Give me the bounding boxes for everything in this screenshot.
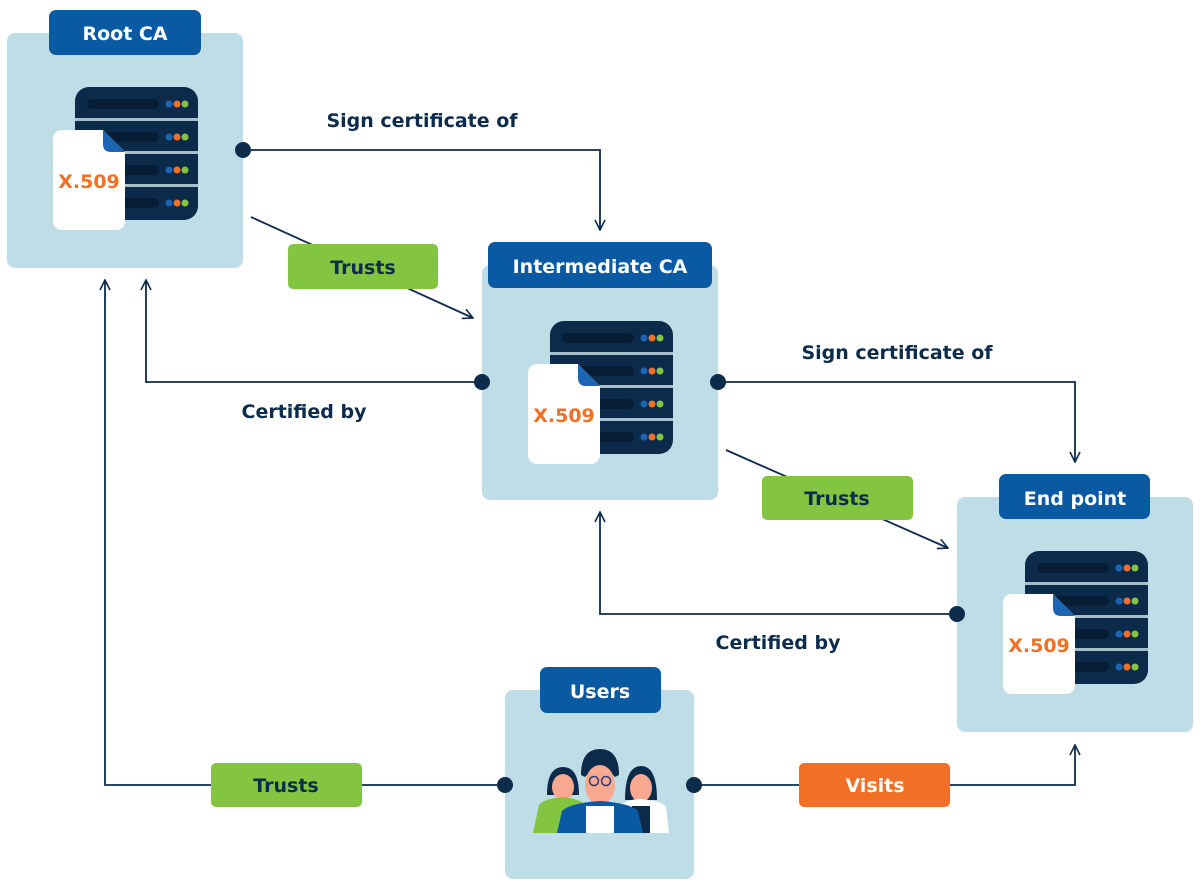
root-ca-header	[49, 10, 201, 55]
users-icon	[533, 749, 669, 833]
node-intermediate-ca[interactable]: Intermediate CA X.509	[482, 242, 718, 500]
badge-users-trusts: Trusts	[211, 763, 362, 807]
end-point-certificate: X.509	[1008, 635, 1070, 657]
users-header	[540, 667, 661, 713]
badge-users-visits-text: Visits	[845, 775, 904, 797]
edge-endpoint-certified-by-intermediate	[600, 512, 957, 615]
label-root-signs: Sign certificate of	[326, 110, 518, 132]
label-intermediate-signs: Sign certificate of	[801, 342, 993, 364]
edge-intermediate-signs-endpoint	[718, 381, 1075, 462]
end-point-header	[999, 474, 1150, 519]
badge-intermediate-trusts: Trusts	[762, 476, 913, 520]
label-intermediate-certified-by: Certified by	[242, 401, 368, 423]
badge-users-trusts-text: Trusts	[253, 775, 318, 797]
node-root-ca[interactable]: Root CA X.509	[7, 10, 243, 268]
edge-users-trusts-root	[105, 280, 505, 786]
badge-users-visits: Visits	[799, 763, 950, 807]
node-users[interactable]: Users	[505, 667, 694, 879]
badge-intermediate-trusts-text: Trusts	[804, 488, 869, 510]
badge-root-trusts: Trusts	[288, 244, 438, 289]
label-endpoint-certified-by: Certified by	[716, 632, 842, 654]
root-ca-certificate: X.509	[58, 171, 120, 193]
edge-root-signs-intermediate	[243, 149, 600, 230]
users-title: Users	[570, 681, 630, 703]
connector-dots	[235, 142, 965, 793]
badge-root-trusts-text: Trusts	[330, 257, 395, 279]
end-point-title: End point	[1024, 488, 1127, 510]
intermediate-ca-header	[488, 242, 712, 288]
node-end-point[interactable]: End point X.509	[957, 474, 1193, 732]
edge-intermediate-certified-by-root	[146, 280, 482, 383]
intermediate-ca-certificate: X.509	[533, 405, 595, 427]
intermediate-ca-title: Intermediate CA	[513, 256, 688, 278]
root-ca-title: Root CA	[82, 23, 167, 45]
